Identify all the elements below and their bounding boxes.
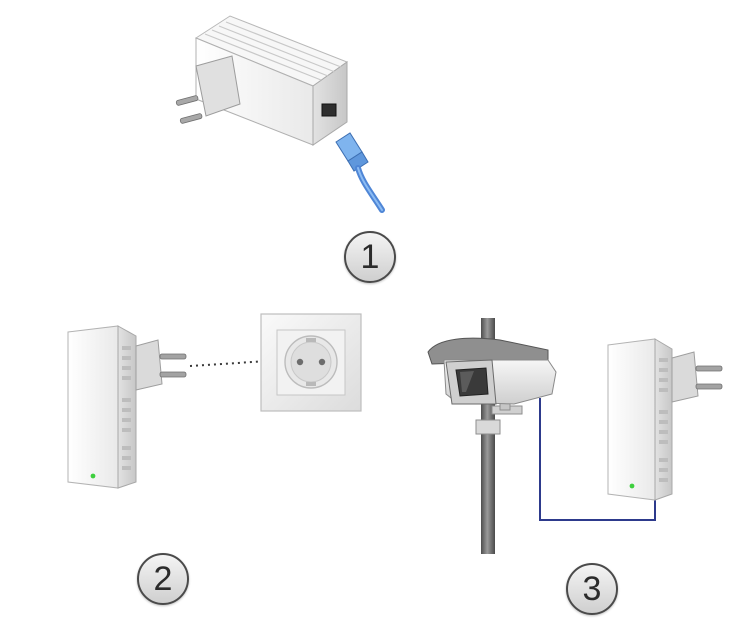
plug-pins-icon — [175, 95, 203, 124]
adapter-left-icon — [67, 325, 187, 489]
camera-cable-line — [539, 398, 656, 521]
adapter-top-icon — [175, 15, 385, 213]
security-camera-icon — [427, 337, 557, 405]
wall-socket-icon — [260, 313, 362, 412]
step-2-badge: 2 — [137, 553, 189, 605]
step-1-badge: 1 — [344, 231, 396, 283]
status-led-icon — [629, 483, 635, 489]
adapter-right-icon — [607, 338, 723, 501]
ethernet-plug-icon — [335, 132, 385, 213]
step-3-badge: 3 — [566, 563, 618, 615]
status-led-icon — [90, 473, 96, 479]
